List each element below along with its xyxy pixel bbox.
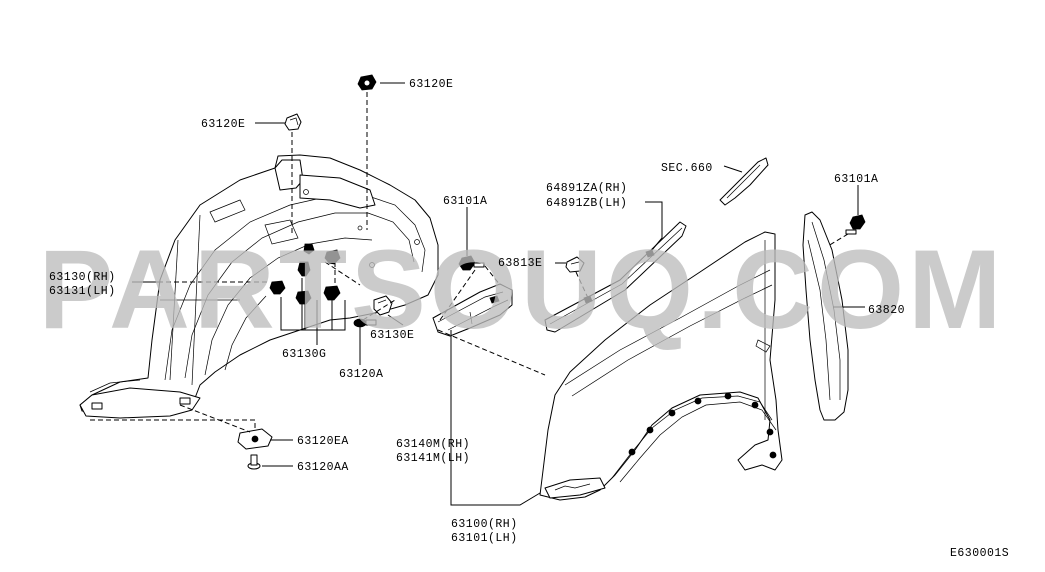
label-63120e-top: 63120E xyxy=(409,78,453,91)
clip-63813e xyxy=(565,256,585,273)
nut-63101a-mid xyxy=(458,255,485,271)
front-fender-63100 xyxy=(539,231,783,501)
leaders-mid xyxy=(437,207,546,506)
label-sec660: SEC.660 xyxy=(661,162,713,175)
leaders-moulding xyxy=(555,201,663,299)
label-63120e-left: 63120E xyxy=(201,118,245,131)
sec660-part xyxy=(719,157,769,206)
label-63141m: 63141M(LH) xyxy=(396,452,470,465)
splash-guard-63140m xyxy=(432,283,513,337)
label-63813e: 63813E xyxy=(498,257,542,270)
label-63130rh: 63130(RH) xyxy=(49,271,116,284)
label-64891za: 64891ZA(RH) xyxy=(546,182,627,195)
label-63120ea: 63120EA xyxy=(297,435,349,448)
label-63130g: 63130G xyxy=(282,348,326,361)
screw-63101a-right xyxy=(845,214,866,235)
label-63820: 63820 xyxy=(868,304,905,317)
nut-63120ea xyxy=(237,428,273,450)
watermark-text: PARTSOUQ.COM xyxy=(39,227,1006,352)
label-64891zb: 64891ZB(LH) xyxy=(546,197,627,210)
label-63130e: 63130E xyxy=(370,329,414,342)
fender-protector-63130 xyxy=(79,154,439,419)
fender-arch-clips xyxy=(628,392,777,459)
label-63120aa: 63120AA xyxy=(297,461,349,474)
clips-63130g xyxy=(269,243,341,305)
diagram-code: E630001S xyxy=(950,547,1009,560)
leaders-left xyxy=(90,82,405,467)
nut-63120e-left xyxy=(284,113,302,131)
side-panel-63820 xyxy=(802,211,849,421)
part-labels: 63120E 63120E SEC.660 63101A 64891ZA(RH)… xyxy=(49,78,1009,560)
nut-63120e-top xyxy=(357,74,377,91)
label-63120a: 63120A xyxy=(339,368,383,381)
label-63131lh: 63131(LH) xyxy=(49,285,116,298)
leaders-right xyxy=(827,185,865,308)
label-63101a-right: 63101A xyxy=(834,173,878,186)
label-63101lh: 63101(LH) xyxy=(451,532,518,545)
label-63101a-mid: 63101A xyxy=(443,195,487,208)
label-63100rh: 63100(RH) xyxy=(451,518,518,531)
moulding-64891z xyxy=(544,221,687,333)
label-63140m: 63140M(RH) xyxy=(396,438,470,451)
bolt-63120aa xyxy=(247,454,261,470)
